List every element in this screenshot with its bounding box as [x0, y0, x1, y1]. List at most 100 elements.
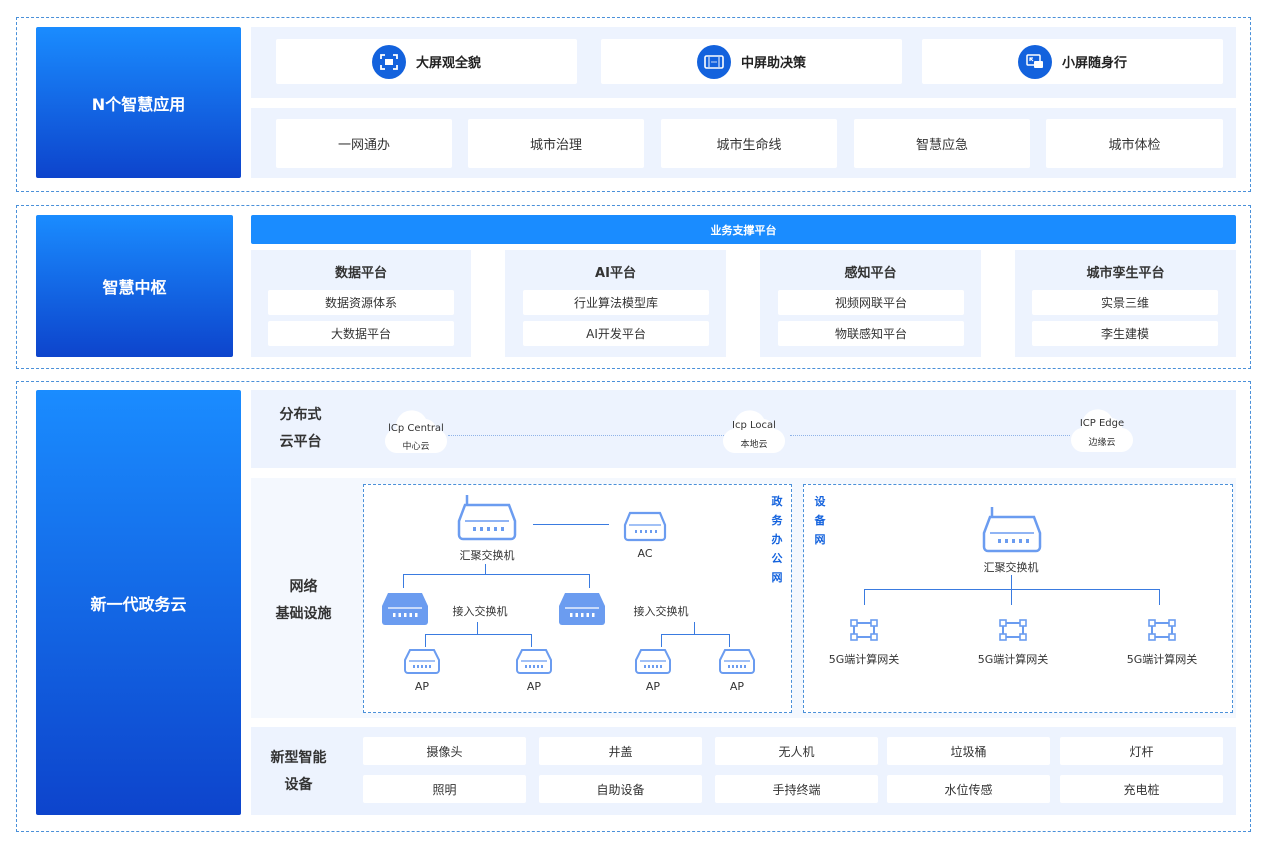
label-char: 网 [771, 571, 783, 584]
hub-layer-title: 智慧中枢 [36, 215, 233, 357]
link-line [661, 634, 662, 647]
scenario-card[interactable]: 城市生命线 [661, 119, 837, 168]
cloud-node-sub: 本地云 [740, 440, 768, 450]
core-switch-icon[interactable] [457, 493, 517, 541]
ap-label: AP [526, 680, 542, 693]
gov-net-label: 政 务 办 公 网 [770, 492, 784, 587]
link-line [864, 589, 1160, 590]
platform-item[interactable]: 行业算法模型库 [523, 290, 709, 315]
platform-item[interactable]: 数据资源体系 [268, 290, 454, 315]
platform-title: 数据平台 [334, 266, 387, 281]
screen-label: 中屏助决策 [740, 56, 806, 71]
core-switch-label: 汇聚交换机 [459, 549, 515, 562]
link-line [1159, 589, 1160, 605]
cloud-node-sub: 边缘云 [1088, 438, 1116, 448]
link-line [533, 524, 609, 525]
device-card[interactable]: 充电桩 [1060, 775, 1223, 803]
device-card[interactable]: 照明 [363, 775, 526, 803]
link-line [729, 634, 730, 647]
cloud-node-central[interactable]: lCp Central 中心云 [384, 403, 448, 455]
gateway-label: 5G端计算网关 [977, 653, 1049, 666]
hub-layer [16, 205, 1251, 369]
platform-item[interactable]: 实景三维 [1032, 290, 1218, 315]
platform-item[interactable]: 视频网联平台 [778, 290, 964, 315]
device-network [803, 484, 1233, 713]
platform-item[interactable]: 物联感知平台 [778, 321, 964, 346]
cloud-node-name: lCp Central [388, 423, 444, 434]
screen-card-medium[interactable]: 中屏助决策 [601, 39, 902, 84]
gateway-icon[interactable] [850, 619, 878, 641]
tablet-icon [696, 44, 731, 79]
ap-icon[interactable] [516, 649, 552, 675]
screen-card-small[interactable]: 小屏随身行 [922, 39, 1223, 84]
label-char: 政 [771, 495, 783, 508]
cloud-node-sub: 中心云 [402, 442, 430, 452]
platform-item[interactable]: 大数据平台 [268, 321, 454, 346]
cloud-icon [722, 410, 786, 454]
ap-label: AP [414, 680, 430, 693]
link-line [864, 589, 865, 605]
ap-icon[interactable] [404, 649, 440, 675]
device-card[interactable]: 自助设备 [539, 775, 702, 803]
device-net-label: 设 备 网 [813, 492, 827, 549]
screen-label: 大屏观全貌 [415, 56, 481, 71]
cloud-node-local[interactable]: Icp Local 本地云 [722, 403, 786, 455]
business-support-banner: 业务支撑平台 [251, 215, 1236, 244]
ap-label: AP [729, 680, 745, 693]
device-card[interactable]: 摄像头 [363, 737, 526, 765]
cloud-node-name: Icp Local [732, 420, 776, 431]
link-line [531, 634, 532, 647]
label-char: 务 [771, 514, 783, 527]
link-line [485, 564, 486, 574]
gateway-label: 5G端计算网关 [828, 653, 900, 666]
access-switch-icon[interactable] [558, 592, 606, 626]
cloud-link [448, 435, 728, 436]
apps-layer-title: N个智慧应用 [36, 27, 241, 178]
fullscreen-icon [371, 44, 406, 79]
label-line: 云平台 [279, 434, 322, 450]
device-card[interactable]: 井盖 [539, 737, 702, 765]
device-card[interactable]: 无人机 [715, 737, 878, 765]
scenario-card[interactable]: 城市体检 [1046, 119, 1223, 168]
platform-title: 感知平台 [844, 266, 897, 281]
platform-item[interactable]: 李生建模 [1032, 321, 1218, 346]
link-line [1011, 575, 1012, 605]
cloud-layer [16, 381, 1251, 832]
cloud-node-edge[interactable]: ICP Edge 边缘云 [1070, 402, 1134, 454]
cloud-icon [1070, 409, 1134, 453]
scenario-card[interactable]: 城市治理 [468, 119, 644, 168]
core-switch-label: 汇聚交换机 [983, 561, 1039, 574]
ac-icon[interactable] [623, 511, 667, 543]
platform-title: 城市孪生平台 [1086, 266, 1165, 281]
apps-layer [16, 17, 1251, 192]
scenario-card[interactable]: 智慧应急 [854, 119, 1030, 168]
core-switch-icon[interactable] [982, 505, 1042, 553]
screen-label: 小屏随身行 [1061, 56, 1127, 71]
device-card[interactable]: 垃圾桶 [887, 737, 1050, 765]
picture-in-picture-icon [1017, 44, 1052, 79]
label-char: 网 [814, 533, 826, 546]
device-card[interactable]: 灯杆 [1060, 737, 1223, 765]
link-line [403, 574, 590, 575]
link-line [425, 634, 532, 635]
gateway-icon[interactable] [999, 619, 1027, 641]
label-line: 设备 [284, 777, 313, 793]
label-line: 基础设施 [275, 606, 332, 622]
device-card[interactable]: 手持终端 [715, 775, 878, 803]
link-line [425, 634, 426, 647]
ap-icon[interactable] [635, 649, 671, 675]
access-switch-label: 接入交换机 [452, 605, 508, 618]
screen-card-large[interactable]: 大屏观全貌 [276, 39, 577, 84]
label-char: 办 [771, 533, 783, 546]
scenario-card[interactable]: 一网通办 [276, 119, 452, 168]
access-switch-icon[interactable] [381, 592, 429, 626]
device-card[interactable]: 水位传感 [887, 775, 1050, 803]
ap-label: AP [645, 680, 661, 693]
cloud-node-name: ICP Edge [1079, 418, 1125, 429]
label-char: 公 [771, 552, 783, 565]
link-line [694, 622, 695, 634]
platform-item[interactable]: AI开发平台 [523, 321, 709, 346]
ap-icon[interactable] [719, 649, 755, 675]
label-line: 分布式 [279, 407, 322, 423]
gateway-icon[interactable] [1148, 619, 1176, 641]
